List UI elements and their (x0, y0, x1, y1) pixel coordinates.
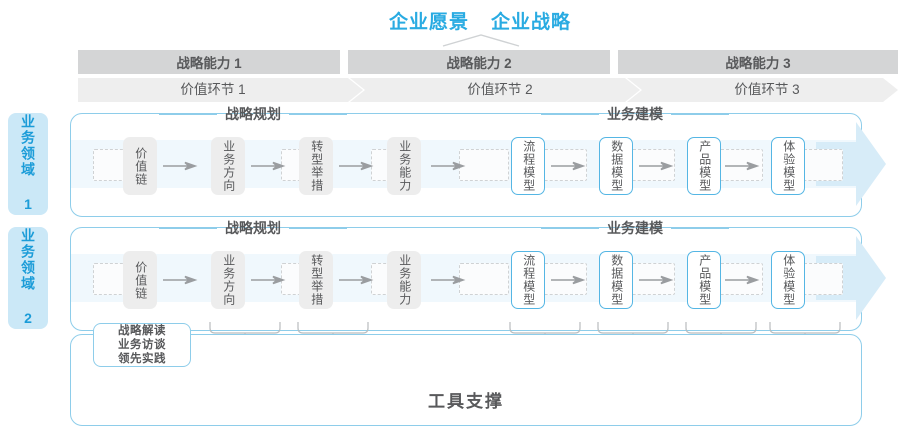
node-label: 业务能力 (397, 254, 412, 306)
flow-arrow-icon (639, 161, 674, 171)
value-link-label-3: 价值环节 3 (734, 82, 800, 97)
node-experience-model-1[interactable]: 体验模型 (771, 137, 805, 195)
enterprise-vision-title: 企业愿景 (388, 11, 469, 33)
node-label: 业务方向 (221, 254, 236, 306)
node-process-model-2[interactable]: 流程模型 (511, 251, 545, 309)
domain-label-2: 业务领域 2 (20, 228, 36, 328)
capability-cell-2[interactable]: 战略能力 2 (348, 50, 610, 74)
heading-rule-left (541, 113, 599, 115)
flow-arrow-icon (551, 161, 586, 171)
node-transformation-2[interactable]: 转型举措 (299, 251, 333, 309)
tool-tip-box[interactable]: 战略解读业务访谈领先实践 (93, 323, 191, 367)
tool-support-frame: 战略解读业务访谈领先实践 工具支撑 (70, 323, 862, 426)
node-business-capability-1[interactable]: 业务能力 (387, 137, 421, 195)
node-label: 体验模型 (781, 254, 796, 306)
node-label: 转型举措 (309, 254, 324, 306)
flow-arrow-icon (639, 275, 674, 285)
flow-arrow-icon (431, 275, 466, 285)
flow-arrow-head-2 (816, 236, 886, 320)
enterprise-strategy-title: 企业战略 (491, 11, 572, 33)
section-title-strategy-planning-2: 战略规划 (225, 220, 281, 236)
top-titles: 企业愿景 企业战略 (330, 6, 630, 34)
capability-row: 战略能力 1 战略能力 2 战略能力 3 (78, 50, 898, 74)
caret-connector-icon (442, 34, 520, 47)
flow-arrow-head-1 (816, 122, 886, 206)
value-link-cell-3[interactable] (627, 78, 898, 102)
value-link-row: 价值环节 1 价值环节 2 价值环节 3 (78, 78, 898, 102)
flow-arrow-icon (551, 275, 586, 285)
capability-label-2: 战略能力 2 (446, 56, 512, 71)
flow-arrow-icon (251, 275, 286, 285)
capability-label-3: 战略能力 3 (725, 56, 791, 71)
value-link-cell-1[interactable] (78, 78, 363, 102)
flow-arrow-icon (251, 161, 286, 171)
section-heading-strategy-planning-1: 战略规划 (159, 105, 347, 123)
capability-label-1: 战略能力 1 (176, 56, 242, 71)
node-label: 价值链 (133, 260, 148, 300)
sidebar-item-domain-1[interactable]: 业务领域 1 (8, 113, 48, 215)
node-label: 流程模型 (521, 140, 536, 192)
node-label: 产品模型 (697, 254, 712, 306)
node-value-chain-2[interactable]: 价值链 (123, 251, 157, 309)
domain-band-1: 战略规划 业务建模 价值链 业务方向 转型举措 业务能力 流程模型 数据模型 产… (70, 106, 886, 217)
node-label: 数据模型 (609, 254, 624, 306)
flow-arrow-icon (725, 275, 760, 285)
node-data-model-2[interactable]: 数据模型 (599, 251, 633, 309)
node-label: 转型举措 (309, 140, 324, 192)
node-experience-model-2[interactable]: 体验模型 (771, 251, 805, 309)
heading-rule-left (541, 227, 599, 229)
node-business-direction-2[interactable]: 业务方向 (211, 251, 245, 309)
section-title-business-modeling-2: 业务建模 (607, 220, 663, 236)
node-transformation-1[interactable]: 转型举措 (299, 137, 333, 195)
heading-rule-right (289, 113, 347, 115)
section-title-strategy-planning-1: 战略规划 (225, 106, 281, 122)
domain-band-2: 战略规划 业务建模 价值链 业务方向 转型举措 业务能力 流程模型 数据模型 产… (70, 220, 886, 331)
heading-rule-right (289, 227, 347, 229)
flow-arrow-icon (163, 161, 198, 171)
node-label: 业务方向 (221, 140, 236, 192)
capability-cell-3[interactable]: 战略能力 3 (618, 50, 898, 74)
section-heading-business-modeling-2: 业务建模 (541, 219, 729, 237)
section-title-business-modeling-1: 业务建模 (607, 106, 663, 122)
node-product-model-1[interactable]: 产品模型 (687, 137, 721, 195)
domain-label-1: 业务领域 1 (20, 114, 36, 214)
value-link-label-1: 价值环节 1 (180, 82, 246, 97)
flow-arrow-icon (339, 161, 374, 171)
node-business-direction-1[interactable]: 业务方向 (211, 137, 245, 195)
node-label: 流程模型 (521, 254, 536, 306)
flow-arrow-icon (431, 161, 466, 171)
node-business-capability-2[interactable]: 业务能力 (387, 251, 421, 309)
node-label: 体验模型 (781, 140, 796, 192)
capability-cell-1[interactable]: 战略能力 1 (78, 50, 340, 74)
section-heading-business-modeling-1: 业务建模 (541, 105, 729, 123)
placeholder-box-mid-3 (459, 149, 509, 181)
node-label: 数据模型 (609, 140, 624, 192)
heading-rule-right (671, 227, 729, 229)
heading-rule-right (671, 113, 729, 115)
node-label: 价值链 (133, 146, 148, 186)
flow-arrow-icon (725, 161, 760, 171)
node-process-model-1[interactable]: 流程模型 (511, 137, 545, 195)
node-label: 业务能力 (397, 140, 412, 192)
flow-arrow-icon (163, 275, 198, 285)
section-heading-strategy-planning-2: 战略规划 (159, 219, 347, 237)
node-data-model-1[interactable]: 数据模型 (599, 137, 633, 195)
node-value-chain-1[interactable]: 价值链 (123, 137, 157, 195)
tool-support-title: 工具支撑 (428, 392, 504, 411)
value-link-cell-2[interactable] (350, 78, 640, 102)
value-link-label-2: 价值环节 2 (467, 82, 533, 97)
node-label: 产品模型 (697, 140, 712, 192)
sidebar-item-domain-2[interactable]: 业务领域 2 (8, 227, 48, 329)
heading-rule-left (159, 113, 217, 115)
heading-rule-left (159, 227, 217, 229)
flow-arrow-icon (339, 275, 374, 285)
node-product-model-2[interactable]: 产品模型 (687, 251, 721, 309)
